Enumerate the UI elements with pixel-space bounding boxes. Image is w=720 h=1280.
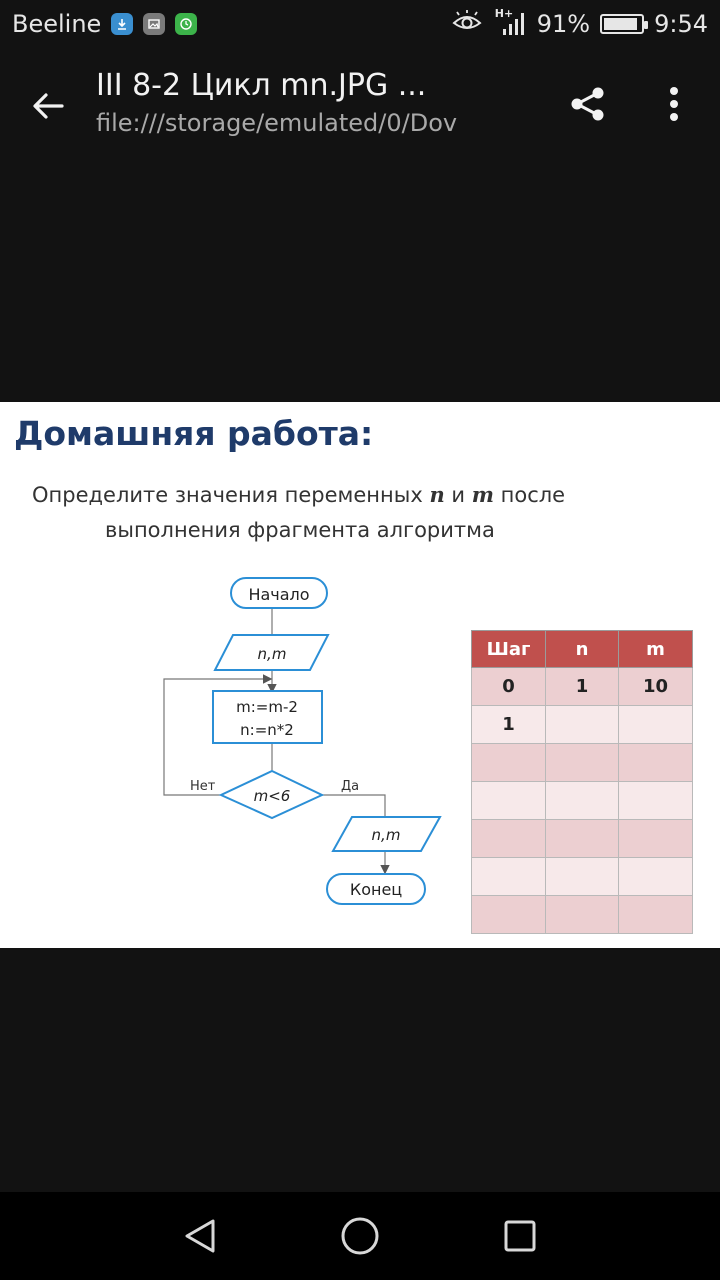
flowchart: Начало n,m m:=m-2 n:=n*2 m<6 Нет Да n,m …: [163, 577, 442, 905]
signal-icon: H+: [493, 7, 527, 39]
table-cell: [618, 895, 693, 934]
process-block: [212, 690, 323, 744]
process-line2: n:=n*2: [240, 721, 294, 739]
table-cell: [618, 781, 693, 820]
end-label: Конец: [350, 880, 402, 899]
table-cell: [471, 781, 546, 820]
output-parallelogram: [331, 816, 442, 852]
table-cell: [545, 895, 619, 934]
start-terminal: [230, 577, 328, 609]
gallery-icon: [143, 13, 166, 35]
clock-app-icon: [175, 13, 198, 35]
share-button[interactable]: [566, 82, 610, 126]
download-icon: [111, 13, 134, 35]
back-button[interactable]: [26, 84, 70, 128]
input-parallelogram: [213, 634, 330, 671]
table-cell: [545, 819, 619, 858]
table-cell: 1: [471, 705, 546, 744]
share-icon: [571, 87, 604, 121]
battery-icon: [600, 14, 649, 34]
homework-heading: Домашняя работа:: [14, 414, 374, 453]
table-row: 1: [471, 705, 693, 744]
carrier-name: Beeline: [12, 10, 102, 38]
displayed-image[interactable]: Домашняя работа: Определите значения пер…: [0, 402, 720, 948]
question-conj: и: [444, 483, 472, 507]
process-line1: m:=m-2: [236, 698, 298, 716]
table-cell: [545, 705, 619, 744]
table-cell: [471, 895, 546, 934]
eye-icon: [451, 9, 483, 39]
table-cell: [618, 819, 693, 858]
start-label: Начало: [248, 585, 309, 604]
file-path: file:///storage/emulated/0/Dov: [96, 109, 458, 137]
table-header-row: Шаг n m: [471, 630, 693, 668]
input-label: n,m: [258, 645, 287, 663]
table-cell: [471, 819, 546, 858]
question-prefix: Определите значения переменных: [32, 483, 430, 507]
nav-back-icon: [185, 1219, 215, 1253]
header-step: Шаг: [471, 630, 546, 668]
table-row: [471, 895, 693, 934]
app-bar: III 8-2 Цикл mn.JPG ... file:///storage/…: [0, 48, 720, 168]
var-m-label: m: [471, 482, 494, 507]
end-terminal: [326, 873, 426, 905]
nav-recents-icon: [504, 1220, 536, 1252]
decision-label: m<6: [254, 787, 291, 805]
question-suffix: после: [493, 483, 566, 507]
network-type-label: H+: [494, 7, 514, 20]
branch-no-label: Нет: [190, 779, 216, 794]
table-cell: [618, 705, 693, 744]
more-options-button[interactable]: [656, 82, 692, 126]
output-label: n,m: [372, 826, 401, 844]
decision-diamond: [218, 769, 325, 820]
table-cell: [471, 743, 546, 782]
navigation-bar: [0, 1192, 720, 1280]
table-cell: [545, 743, 619, 782]
nav-recents-button[interactable]: [498, 1214, 542, 1258]
table-cell: 0: [471, 667, 546, 706]
var-n-label: n: [429, 482, 445, 507]
branch-yes-label: Да: [341, 779, 359, 794]
table-row: [471, 819, 693, 858]
table-cell: [545, 857, 619, 896]
nav-home-icon: [341, 1217, 379, 1255]
table-cell: 1: [545, 667, 619, 706]
header-n: n: [545, 630, 619, 668]
table-row: [471, 857, 693, 896]
battery-percent: 91%: [536, 10, 591, 38]
question-line2: выполнения фрагмента алгоритма: [105, 518, 495, 542]
table-cell: 10: [618, 667, 693, 706]
nav-back-button[interactable]: [178, 1214, 222, 1258]
table-row: [471, 743, 693, 782]
table-row: [471, 781, 693, 820]
nav-home-button[interactable]: [338, 1214, 382, 1258]
back-arrow-icon: [33, 93, 64, 119]
status-bar: Beeline H+ 91% 9:54: [0, 0, 720, 48]
table-cell: [618, 857, 693, 896]
flow-connectors: [163, 608, 390, 875]
table-cell: [471, 857, 546, 896]
table-cell: [618, 743, 693, 782]
table-cell: [545, 781, 619, 820]
file-title: III 8-2 Цикл mn.JPG ...: [96, 68, 427, 103]
header-m: m: [618, 630, 693, 668]
more-vert-icon: [670, 87, 678, 121]
clock-time: 9:54: [654, 10, 708, 38]
